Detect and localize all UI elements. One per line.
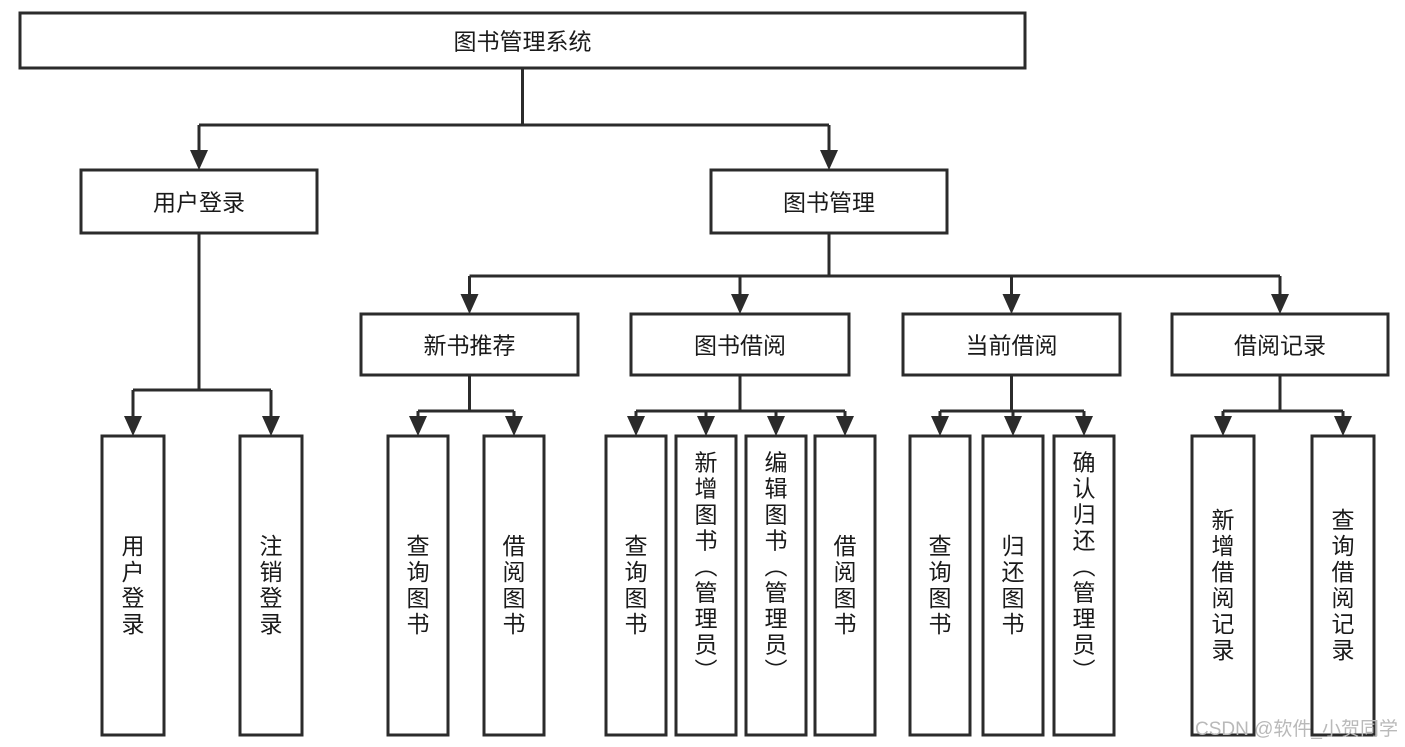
leaf-node-4-查询图书-label: 查询图书 [625,533,648,637]
level3-node-借阅记录[interactable]: 借阅记录 [1170,312,1390,377]
level2-node-用户登录-label: 用户登录 [153,190,245,216]
leaf-node-8-查询图书-box[interactable] [908,434,972,737]
leaf-node-5-新增图书（管理员）[interactable]: 新增图书︵管理员︶ [674,434,738,737]
leaf-node-2-查询图书-label: 查询图书 [407,533,430,637]
arrow-head-into-图书借阅-编辑图书（管理员） [767,416,785,436]
leaf-node-8-查询图书-label: 查询图书 [929,533,952,637]
leaf-node-2-查询图书-box[interactable] [386,434,450,737]
csdn-watermark: CSDN @软件_小贺同学 [1195,718,1398,740]
arrow-head-into-图书借阅-新增图书（管理员） [697,416,715,436]
arrow-head-into-当前借阅 [1002,294,1021,314]
leaf-node-12-查询借阅记录[interactable]: 查询借阅记录 [1310,434,1376,737]
leaf-node-6-编辑图书（管理员）[interactable]: 编辑图书︵管理员︶ [744,434,808,737]
level2-node-图书管理[interactable]: 图书管理 [709,168,949,235]
nodes-layer: 图书管理系统用户登录图书管理新书推荐图书借阅当前借阅借阅记录用户登录注销登录查询… [18,11,1390,737]
leaf-node-8-查询图书[interactable]: 查询图书 [908,434,972,737]
edges-layer [124,68,1352,436]
leaf-node-10-确认归还（管理员）-box[interactable] [1052,434,1116,737]
leaf-node-1-注销登录-label: 注销登录 [260,533,283,637]
level2-node-用户登录[interactable]: 用户登录 [79,168,319,235]
leaf-node-7-借阅图书[interactable]: 借阅图书 [813,434,877,737]
arrow-head-into-新书推荐-查询图书 [409,416,427,436]
level3-node-新书推荐-box[interactable] [359,312,580,377]
level3-node-新书推荐[interactable]: 新书推荐 [359,312,580,377]
level3-node-借阅记录-box[interactable] [1170,312,1390,377]
leaf-node-9-归还图书-label: 归还图书 [1002,533,1025,637]
leaf-node-12-查询借阅记录-label: 查询借阅记录 [1332,507,1355,663]
leaf-node-4-查询图书[interactable]: 查询图书 [604,434,668,737]
arrow-head-into-当前借阅-归还图书 [1004,416,1022,436]
arrow-head-into-图书借阅-借阅图书 [836,416,854,436]
root-node-图书管理系统-label: 图书管理系统 [454,29,592,55]
arrow-head-into-图书借阅 [731,294,749,314]
leaf-node-9-归还图书-box[interactable] [981,434,1045,737]
arrow-head-into-借阅记录 [1271,294,1289,314]
arrow-head-into-leaf-注销登录 [262,416,280,436]
level3-node-借阅记录-label: 借阅记录 [1234,333,1326,359]
level2-node-用户登录-box[interactable] [79,168,319,235]
leaf-node-12-查询借阅记录-box[interactable] [1310,434,1376,737]
leaf-node-1-注销登录-box[interactable] [238,434,304,737]
level3-node-图书借阅[interactable]: 图书借阅 [629,312,851,377]
level3-node-当前借阅[interactable]: 当前借阅 [901,312,1122,377]
leaf-node-3-借阅图书-box[interactable] [482,434,546,737]
leaf-node-5-新增图书（管理员）-label: 新增图书︵管理员︶ [695,449,718,683]
level3-node-当前借阅-label: 当前借阅 [966,333,1058,359]
leaf-node-11-新增借阅记录-label: 新增借阅记录 [1212,507,1235,663]
leaf-node-4-查询图书-box[interactable] [604,434,668,737]
arrow-head-into-新书推荐 [460,294,479,314]
level3-node-图书借阅-box[interactable] [629,312,851,377]
arrow-head-into-leaf-用户登录 [124,416,142,436]
leaf-node-0-用户登录-box[interactable] [100,434,166,737]
arrow-head-into-图书借阅-查询图书 [627,416,645,436]
leaf-node-0-用户登录-label: 用户登录 [122,533,145,637]
level2-node-图书管理-label: 图书管理 [783,190,875,216]
leaf-node-1-注销登录[interactable]: 注销登录 [238,434,304,737]
leaf-node-6-编辑图书（管理员）-box[interactable] [744,434,808,737]
arrow-head-into-当前借阅-查询图书 [931,416,949,436]
root-node-图书管理系统[interactable]: 图书管理系统 [18,11,1027,70]
level3-node-当前借阅-box[interactable] [901,312,1122,377]
leaf-node-10-确认归还（管理员）[interactable]: 确认归还︵管理员︶ [1052,434,1116,737]
leaf-node-11-新增借阅记录-box[interactable] [1190,434,1256,737]
arrow-head-into-借阅记录-新增借阅记录 [1214,416,1232,436]
level3-node-图书借阅-label: 图书借阅 [694,333,786,359]
leaf-node-11-新增借阅记录[interactable]: 新增借阅记录 [1190,434,1256,737]
level3-node-新书推荐-label: 新书推荐 [424,333,516,359]
leaf-node-2-查询图书[interactable]: 查询图书 [386,434,450,737]
leaf-node-0-用户登录[interactable]: 用户登录 [100,434,166,737]
leaf-node-3-借阅图书-label: 借阅图书 [503,533,526,637]
leaf-node-9-归还图书[interactable]: 归还图书 [981,434,1045,737]
leaf-node-3-借阅图书[interactable]: 借阅图书 [482,434,546,737]
arrow-head-into-新书推荐-借阅图书 [505,416,523,436]
leaf-node-7-借阅图书-box[interactable] [813,434,877,737]
leaf-node-5-新增图书（管理员）-box[interactable] [674,434,738,737]
leaf-node-6-编辑图书（管理员）-label: 编辑图书︵管理员︶ [765,449,788,683]
level2-node-图书管理-box[interactable] [709,168,949,235]
root-node-图书管理系统-box[interactable] [18,11,1027,70]
leaf-node-10-确认归还（管理员）-label: 确认归还︵管理员︶ [1073,449,1096,683]
leaf-node-7-借阅图书-label: 借阅图书 [834,533,857,637]
arrow-head-into-图书管理 [820,150,838,170]
arrow-head-into-用户登录 [190,150,208,170]
arrow-head-into-当前借阅-确认归还（管理员） [1075,416,1093,436]
arrow-head-into-借阅记录-查询借阅记录 [1334,416,1352,436]
